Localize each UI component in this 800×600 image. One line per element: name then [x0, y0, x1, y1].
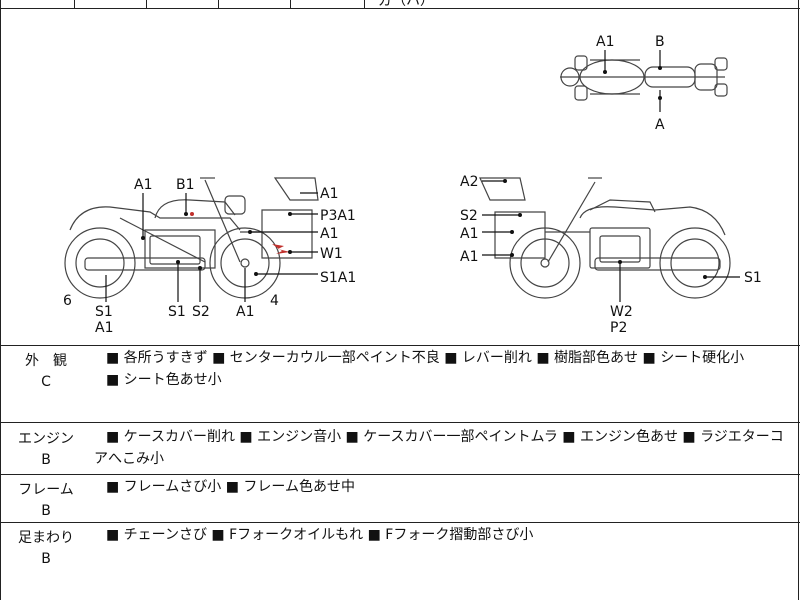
category-grade: B	[41, 452, 51, 468]
notes-line: ■ ケースカバー削れ ■ エンジン音小 ■ ケースカバー一部ペイントムラ ■ エ…	[106, 429, 784, 445]
divider	[0, 474, 800, 475]
category-name: 足まわり	[18, 530, 74, 546]
damage-label: A1	[320, 186, 339, 202]
divider	[0, 345, 800, 346]
damage-label: S1	[744, 270, 762, 286]
category-name: フレーム	[18, 482, 74, 498]
damage-label: A1	[320, 226, 339, 242]
notes-cell: ■ 各所うすきず ■ センターカウル一部ペイント不良 ■ レバー削れ ■ 樹脂部…	[106, 347, 786, 391]
notes-cell: ■ ケースカバー削れ ■ エンジン音小 ■ ケースカバー一部ペイントムラ ■ エ…	[94, 426, 786, 470]
damage-label: S1	[168, 304, 186, 320]
category-grade: B	[41, 551, 51, 567]
notes-line: ■ チェーンさび ■ Fフォークオイルもれ ■ Fフォーク摺動部さび小	[106, 527, 534, 543]
left-side-bike	[64, 177, 319, 299]
category-grade: C	[41, 374, 51, 390]
damage-label: 6	[63, 293, 72, 309]
damage-mark	[272, 244, 290, 254]
notes-line: ■ 各所うすきず ■ センターカウル一部ペイント不良 ■ レバー削れ ■ 樹脂部…	[106, 350, 745, 366]
notes-cell: ■ フレームさび小 ■ フレーム色あせ中	[106, 476, 786, 498]
damage-label: W1	[320, 246, 343, 262]
damage-label: A1	[596, 34, 615, 50]
damage-label: A1	[95, 320, 114, 336]
damage-label: 4	[270, 293, 279, 309]
damage-label: P3A1	[320, 208, 356, 224]
damage-label: S1A1	[320, 270, 357, 286]
header-cell	[74, 0, 147, 8]
right-side-bike	[479, 177, 731, 299]
divider	[0, 422, 800, 423]
category-grade: B	[41, 503, 51, 519]
damage-label: B1	[176, 177, 195, 193]
header-cell	[146, 0, 219, 8]
header-cell	[290, 0, 365, 8]
inspection-row-exterior: 外 観 C ■ 各所うすきず ■ センターカウル一部ペイント不良 ■ レバー削れ…	[0, 346, 800, 422]
damage-label: A1	[236, 304, 255, 320]
damage-label: A1	[460, 226, 479, 242]
damage-label: A1	[134, 177, 153, 193]
notes-line: アへこみ小	[94, 451, 164, 467]
damage-label: A	[655, 117, 665, 133]
damage-label: S1	[95, 304, 113, 320]
header-cell	[218, 0, 291, 8]
damage-label: W2	[610, 304, 633, 320]
divider	[0, 8, 800, 9]
header-partial-text: ガ（ハ）	[378, 0, 434, 9]
inspection-row-engine: エンジン B ■ ケースカバー削れ ■ エンジン音小 ■ ケースカバー一部ペイン…	[0, 423, 800, 474]
top-view-bike	[560, 55, 728, 101]
divider	[0, 522, 800, 523]
damage-label: A2	[460, 174, 479, 190]
damage-mark	[190, 212, 194, 216]
category-name: 外 観	[25, 353, 67, 369]
frame-left	[0, 0, 1, 600]
damage-label: P2	[610, 320, 628, 336]
damage-label: S2	[192, 304, 210, 320]
notes-cell: ■ チェーンさび ■ Fフォークオイルもれ ■ Fフォーク摺動部さび小	[106, 524, 786, 546]
damage-label: S2	[460, 208, 478, 224]
motorcycle-diagram	[64, 50, 740, 302]
notes-line: ■ フレームさび小 ■ フレーム色あせ中	[106, 479, 355, 495]
notes-line: ■ シート色あせ小	[106, 372, 222, 388]
damage-label: A1	[460, 249, 479, 265]
frame-right	[798, 0, 799, 600]
damage-label: B	[655, 34, 665, 50]
inspection-row-frame: フレーム B ■ フレームさび小 ■ フレーム色あせ中	[0, 475, 800, 522]
category-name: エンジン	[18, 431, 74, 447]
header-cell	[0, 0, 75, 8]
inspection-row-suspension: 足まわり B ■ チェーンさび ■ Fフォークオイルもれ ■ Fフォーク摺動部さ…	[0, 523, 800, 600]
